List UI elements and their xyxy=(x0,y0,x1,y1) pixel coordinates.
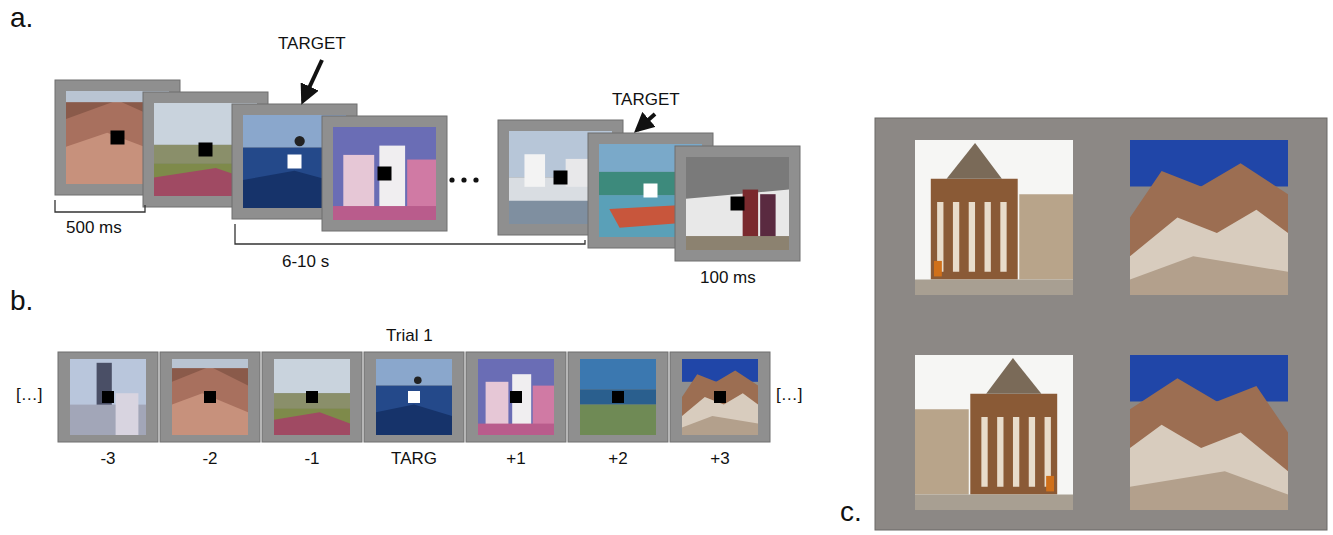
sequence-frame-box: -1 xyxy=(262,352,362,442)
target-label: TARGET xyxy=(278,34,346,54)
scene-photo xyxy=(915,355,1073,510)
trial-label: Trial 1 xyxy=(386,326,433,346)
ellipsis-dot xyxy=(473,177,478,182)
sequence-frame xyxy=(364,352,464,442)
panel-letter: c. xyxy=(840,496,862,528)
position-label: -2 xyxy=(160,442,260,470)
scene-photo xyxy=(333,127,436,220)
scene-photo xyxy=(70,359,146,435)
scene-photo xyxy=(376,359,452,435)
stimulus-panel xyxy=(875,118,1327,530)
scene-photo xyxy=(1130,140,1288,295)
scene-photo xyxy=(580,359,656,435)
sequence-frame xyxy=(58,352,158,442)
panel-letter: b. xyxy=(10,285,33,317)
sequence-frame-box: -2 xyxy=(160,352,260,442)
ellipsis-dot xyxy=(449,177,454,182)
stimulus-frame xyxy=(322,116,447,231)
duration-label: 500 ms xyxy=(66,218,122,238)
scene-photo xyxy=(172,359,248,435)
ellipsis-label: […] xyxy=(776,385,802,405)
sequence-frame xyxy=(670,352,770,442)
ellipsis-label: […] xyxy=(16,385,42,405)
scene-photo xyxy=(274,359,350,435)
sequence-frame xyxy=(262,352,362,442)
sequence-frame-box: -3 xyxy=(58,352,158,442)
scene-photo xyxy=(915,140,1073,295)
target-arrow xyxy=(303,60,322,101)
sequence-frame xyxy=(466,352,566,442)
sequence-frame-box: +3 xyxy=(670,352,770,442)
panel-letter: a. xyxy=(10,2,33,34)
position-label: TARG xyxy=(364,442,464,470)
duration-label: 100 ms xyxy=(700,268,756,288)
sequence-frame-box: +1 xyxy=(466,352,566,442)
position-label: +2 xyxy=(568,442,668,470)
duration-label: 6-10 s xyxy=(282,252,329,272)
scene-photo xyxy=(686,157,789,250)
scene-photo xyxy=(1130,355,1288,510)
position-label: -3 xyxy=(58,442,158,470)
sequence-frame xyxy=(160,352,260,442)
position-label: +1 xyxy=(466,442,566,470)
position-label: +3 xyxy=(670,442,770,470)
position-label: -1 xyxy=(262,442,362,470)
stimulus-frame xyxy=(675,146,800,261)
target-arrow xyxy=(637,114,655,130)
target-label: TARGET xyxy=(612,90,680,110)
ellipsis-dot xyxy=(461,177,466,182)
time-bracket xyxy=(55,200,145,212)
scene-photo xyxy=(478,359,554,435)
time-bracket xyxy=(235,224,585,244)
sequence-frame-box: TARG xyxy=(364,352,464,442)
scene-photo xyxy=(682,359,758,435)
sequence-frame xyxy=(568,352,668,442)
sequence-frame-box: +2 xyxy=(568,352,668,442)
